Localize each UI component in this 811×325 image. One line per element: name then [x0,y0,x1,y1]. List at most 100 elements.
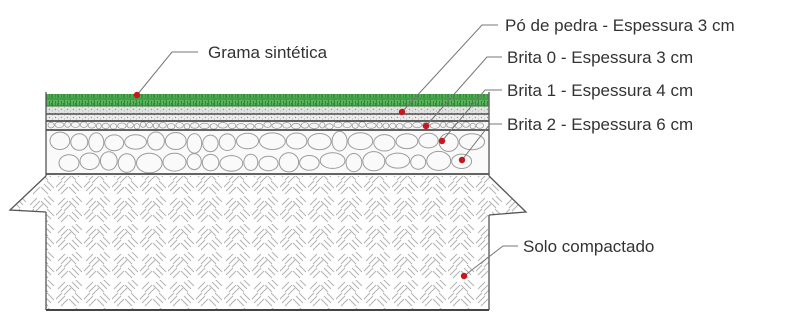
gravel-stone [152,122,159,129]
stone [319,152,346,169]
gravel-stone [133,123,140,130]
stone [362,151,386,172]
stone [202,134,219,153]
gravel-stone [382,122,390,129]
gravel-stone [209,123,218,130]
gravel-stone [166,123,176,130]
gravel-stone [190,122,200,129]
gravel-stone [446,121,455,129]
label-grass: Grama sintética [208,43,328,62]
gravel-stone [396,123,404,130]
gravel-stone [300,122,310,129]
stone [347,132,374,151]
gravel-stone [263,121,272,128]
leader-brita-1 [441,89,502,142]
gravel-stone [254,122,264,130]
leader-lines [136,24,518,277]
gravel-stone [175,122,184,129]
stone [258,155,279,172]
gravel-stone [101,122,110,130]
gravel-stone [282,122,292,129]
stone [307,133,332,151]
gravel-stone [87,122,96,129]
stone [395,133,419,150]
stone [385,152,411,169]
gravel-stone [309,122,320,130]
stone [458,133,486,151]
label-soil: Solo compactado [523,237,654,256]
stone [218,133,236,151]
gravel-stone [462,121,470,128]
gravel-stone [440,121,447,128]
stone [426,150,452,171]
gravel-stone [47,121,55,129]
stone [201,153,220,172]
gravel-stone [429,122,440,129]
stone [299,155,320,171]
marker-brita-1 [438,137,446,145]
leader-stone-dust [401,24,498,113]
stone [104,134,125,152]
brita-2-layer [46,130,489,176]
stone [99,151,118,171]
gravel-stone [117,122,127,129]
gravel-stone [475,122,484,129]
marker-soil [460,272,468,280]
marker-brita-2 [458,156,466,164]
stone [410,154,427,170]
gravel-stone [342,121,352,128]
stone [79,152,100,171]
soil-layer [8,175,528,311]
gravel-stone [319,121,326,129]
gravel-stone [158,122,167,129]
gravel-stone [236,123,247,130]
stone [124,134,148,150]
stone [117,153,136,173]
marker-brita-0 [422,122,430,130]
stone [164,132,187,150]
stone [49,131,71,151]
brita-1-stones [47,121,484,130]
stone [58,154,80,172]
leader-brita-2 [461,123,502,161]
gravel-stone [70,121,80,128]
leader-brita-0 [425,56,502,127]
gravel-stone [469,122,476,130]
stone [162,152,187,172]
label-brita-0: Brita 0 - Espessura 3 cm [507,48,693,67]
gravel-stone [146,121,153,129]
gravel-stone [54,121,65,128]
grass-layer [46,94,489,107]
gravel-stone [376,122,383,129]
stone [345,153,363,173]
brita-0-layer [46,114,489,122]
brita-1-layer [46,121,489,131]
stone [186,153,202,171]
gravel-stone [126,121,134,129]
gravel-stone [271,122,283,129]
stone [418,132,439,149]
gravel-stone [199,122,210,130]
marker-stone-dust [398,108,406,116]
stone [373,134,396,152]
stone [88,132,105,153]
leader-soil [463,245,518,277]
gravel-stone [403,122,413,129]
gravel-stone [412,121,423,129]
gravel-stone [365,122,377,129]
stone [451,153,473,170]
label-stone-dust: Pó de pedra - Espessura 3 cm [505,16,735,35]
gravel-stone [389,122,397,130]
stone [70,133,89,151]
gravel-stone [351,122,359,129]
gravel-stone [140,121,147,128]
stone [285,132,308,150]
stone [331,130,348,152]
stone [236,132,259,150]
stone [219,155,244,172]
stone [278,152,300,173]
layer-markers [133,91,468,280]
stone-dust-layer [46,106,489,115]
gravel-stone [95,122,102,130]
